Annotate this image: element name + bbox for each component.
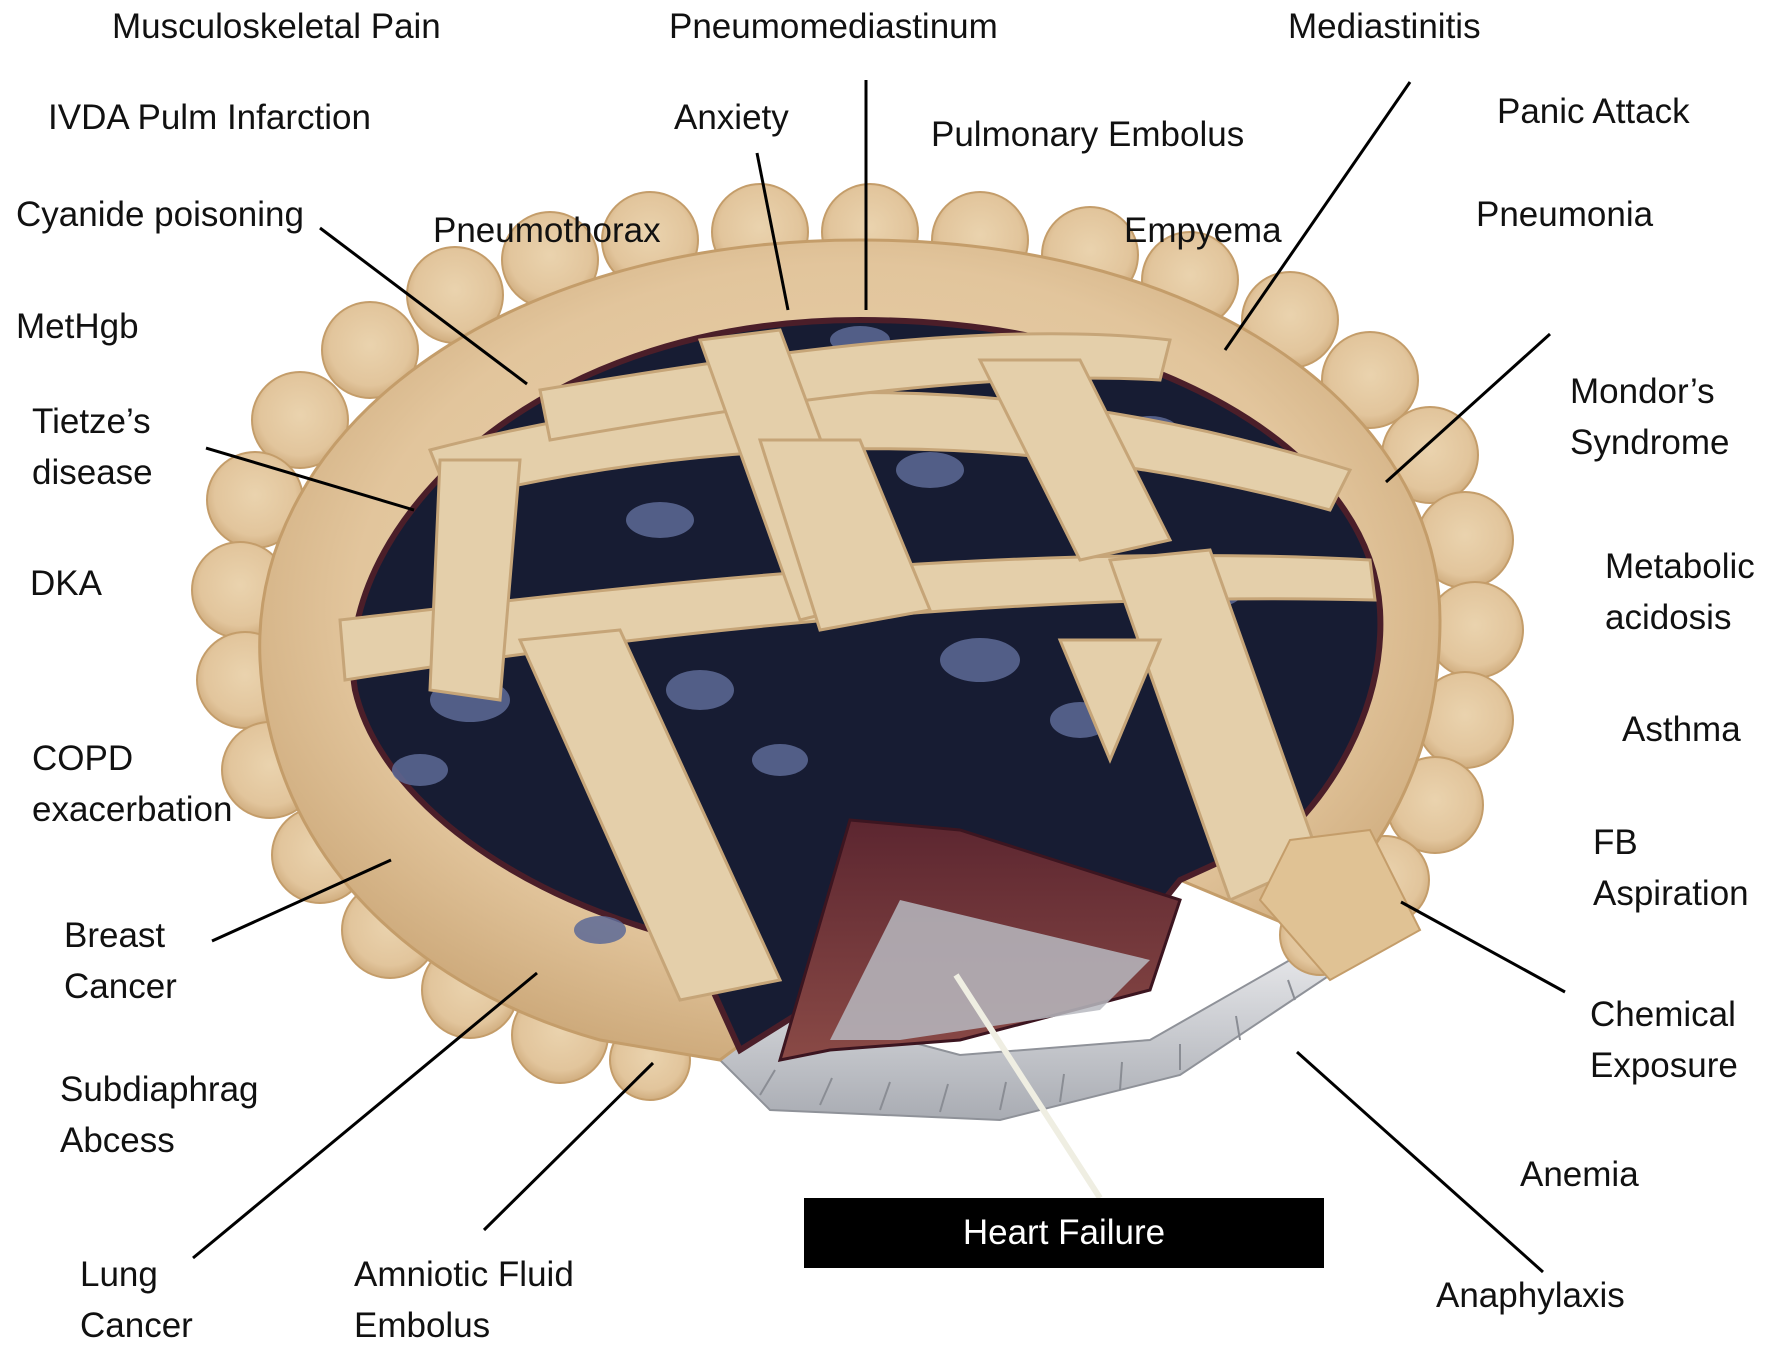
label-anemia: Anemia (1520, 1150, 1639, 1200)
label-copd-exacerbation-line2: exacerbation (32, 785, 232, 835)
heart-failure-banner: Heart Failure (804, 1198, 1324, 1268)
label-copd-exacerbation-line1: COPD (32, 734, 133, 784)
label-anaphylaxis: Anaphylaxis (1436, 1271, 1625, 1321)
label-cyanide-poisoning: Cyanide poisoning (16, 190, 304, 240)
label-metabolic-acidosis-line1: Metabolic (1605, 542, 1755, 592)
label-chemical-exposure-line1: Chemical (1590, 990, 1736, 1040)
label-empyema: Empyema (1124, 206, 1282, 256)
label-metabolic-acidosis-line2: acidosis (1605, 593, 1731, 643)
label-breast-cancer-line2: Cancer (64, 962, 177, 1012)
label-mondors-syndrome-line2: Syndrome (1570, 418, 1730, 468)
label-mediastinitis: Mediastinitis (1288, 2, 1481, 52)
label-methgb: MetHgb (16, 302, 139, 352)
label-pulmonary-embolus: Pulmonary Embolus (931, 110, 1244, 160)
label-pneumomediastinum: Pneumomediastinum (669, 2, 998, 52)
label-dka: DKA (30, 559, 102, 609)
label-mondors-syndrome-line1: Mondor’s (1570, 367, 1715, 417)
label-musculoskeletal-pain: Musculoskeletal Pain (112, 2, 441, 52)
leader-line-amniotic-fluid-embolus (484, 1063, 653, 1230)
label-pneumothorax: Pneumothorax (433, 206, 661, 256)
label-tietzes-disease-line2: disease (32, 448, 153, 498)
label-ivda-pulm-infarction: IVDA Pulm Infarction (48, 93, 371, 143)
label-pneumonia: Pneumonia (1476, 190, 1653, 240)
label-panic-attack: Panic Attack (1497, 87, 1690, 137)
label-fb-aspiration-line1: FB (1593, 818, 1638, 868)
label-breast-cancer-line1: Breast (64, 911, 165, 961)
label-subdiaphrag-abcess-line1: Subdiaphrag (60, 1065, 259, 1115)
label-fb-aspiration-line2: Aspiration (1593, 869, 1749, 919)
label-asthma: Asthma (1622, 705, 1741, 755)
label-subdiaphrag-abcess-line2: Abcess (60, 1116, 175, 1166)
label-lung-cancer-line1: Lung (80, 1250, 158, 1300)
label-amniotic-fluid-embolus-line1: Amniotic Fluid (354, 1250, 574, 1300)
label-chemical-exposure-line2: Exposure (1590, 1041, 1738, 1091)
leader-line-anaphylaxis (1297, 1052, 1543, 1272)
label-tietzes-disease-line1: Tietze’s (32, 397, 151, 447)
label-amniotic-fluid-embolus-line2: Embolus (354, 1301, 490, 1351)
label-anxiety: Anxiety (674, 93, 789, 143)
leader-line-chemical-exposure (1401, 902, 1565, 992)
leader-line-lung-cancer (193, 973, 537, 1258)
label-lung-cancer-line2: Cancer (80, 1301, 193, 1351)
